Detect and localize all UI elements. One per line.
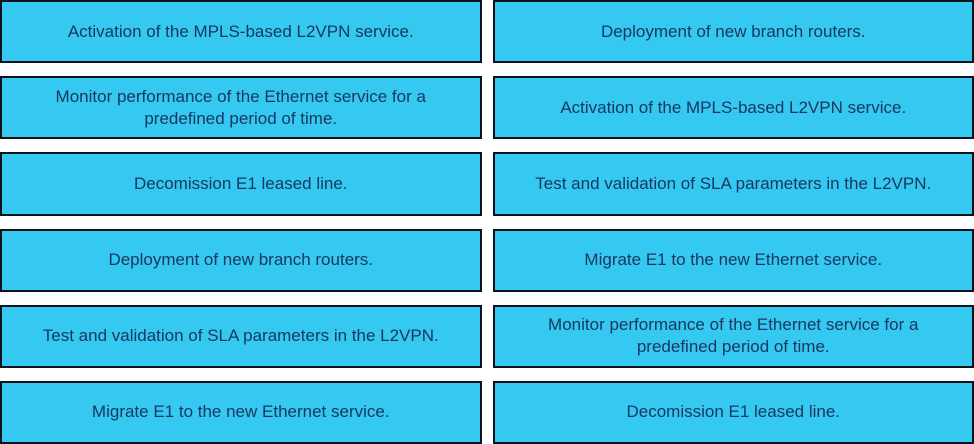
- task-label: Migrate E1 to the new Ethernet service.: [91, 402, 390, 422]
- left-card-1[interactable]: Activation of the MPLS-based L2VPN servi…: [0, 0, 482, 64]
- left-card-6[interactable]: Migrate E1 to the new Ethernet service.: [0, 380, 482, 444]
- right-card-3[interactable]: Test and validation of SLA parameters in…: [492, 152, 974, 216]
- left-card-5[interactable]: Test and validation of SLA parameters in…: [0, 304, 482, 368]
- left-card-2[interactable]: Monitor performance of the Ethernet serv…: [0, 76, 482, 140]
- task-label: Monitor performance of the Ethernet serv…: [548, 315, 919, 357]
- task-label: Activation of the MPLS-based L2VPN servi…: [67, 21, 414, 41]
- right-card-4[interactable]: Migrate E1 to the new Ethernet service.: [492, 228, 974, 292]
- right-card-5[interactable]: Monitor performance of the Ethernet serv…: [492, 304, 974, 368]
- right-card-6[interactable]: Decomission E1 leased line.: [492, 380, 974, 444]
- task-label: Deployment of new branch routers.: [108, 250, 374, 270]
- task-label: Migrate E1 to the new Ethernet service.: [584, 250, 883, 270]
- right-card-2[interactable]: Activation of the MPLS-based L2VPN servi…: [492, 76, 974, 140]
- task-label: Monitor performance of the Ethernet serv…: [55, 86, 426, 128]
- task-label: Test and validation of SLA parameters in…: [535, 173, 932, 193]
- left-card-3[interactable]: Decomission E1 leased line.: [0, 152, 482, 216]
- task-label: Test and validation of SLA parameters in…: [42, 326, 439, 346]
- task-label: Deployment of new branch routers.: [600, 21, 866, 41]
- task-label: Decomission E1 leased line.: [626, 402, 841, 422]
- right-card-1[interactable]: Deployment of new branch routers.: [492, 0, 974, 64]
- task-label: Decomission E1 leased line.: [133, 173, 348, 193]
- task-label: Activation of the MPLS-based L2VPN servi…: [560, 97, 907, 117]
- left-card-4[interactable]: Deployment of new branch routers.: [0, 228, 482, 292]
